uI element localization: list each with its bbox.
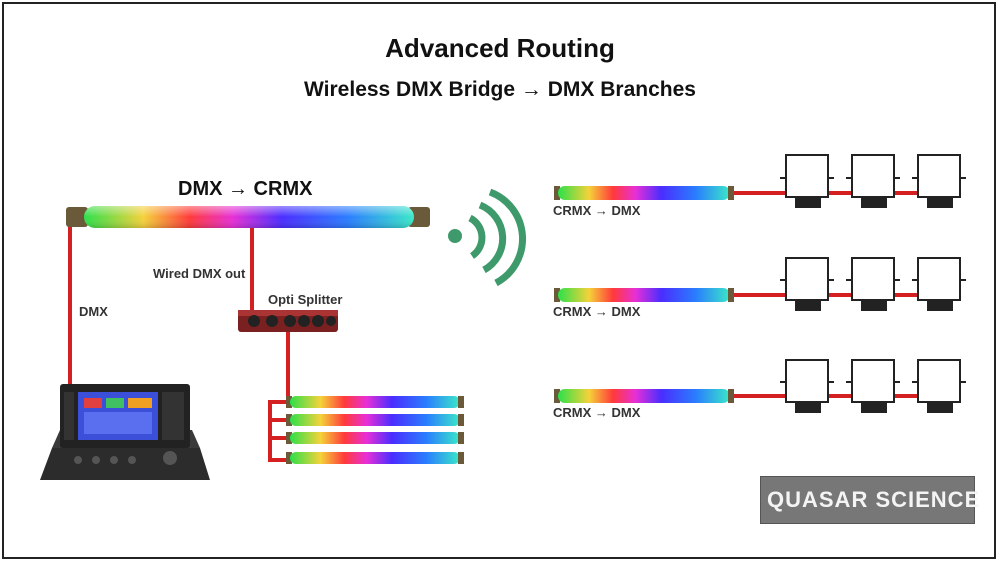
splitter-tube <box>286 432 464 444</box>
panel-light-icon <box>846 359 900 413</box>
splitter-tube <box>286 452 464 464</box>
branch-tube-lights <box>554 186 734 403</box>
branch3-label: CRMX → DMX <box>553 405 641 420</box>
logo-text: QUASAR SCIENCE <box>767 487 981 512</box>
dmx-cable-label: DMX <box>79 304 108 319</box>
wired-dmx-out-label: Wired DMX out <box>153 266 246 281</box>
branch3-tube <box>554 389 734 403</box>
splitter-tube <box>286 414 464 426</box>
panel-light-icon <box>846 154 900 208</box>
slide-subtitle: Wireless DMX Bridge → DMX Branches <box>304 78 696 101</box>
panel-light-grid <box>780 154 966 413</box>
opti-splitter <box>238 310 338 332</box>
panel-light-icon <box>780 154 834 208</box>
wireless-signal-icon <box>448 188 526 287</box>
panel-light-icon <box>846 257 900 311</box>
main-tube-light <box>66 206 430 228</box>
splitter-branch-cables <box>268 400 288 462</box>
quasar-science-logo: QUASAR SCIENCE <box>760 476 979 524</box>
opti-splitter-label: Opti Splitter <box>268 292 343 307</box>
branch1-label: CRMX → DMX <box>553 203 641 218</box>
branch2-label: CRMX → DMX <box>553 304 641 319</box>
panel-light-icon <box>912 154 966 208</box>
splitter-tube-lights <box>286 396 464 464</box>
dmx-cables <box>68 191 960 462</box>
lighting-console-icon <box>40 384 210 480</box>
panel-light-icon <box>912 257 966 311</box>
slide-title: Advanced Routing <box>385 33 615 63</box>
panel-light-icon <box>780 359 834 413</box>
main-tube-label: DMX → CRMX <box>178 178 313 200</box>
panel-light-icon <box>780 257 834 311</box>
splitter-tube <box>286 396 464 408</box>
panel-light-icon <box>912 359 966 413</box>
branch2-tube <box>554 288 734 302</box>
branch1-tube <box>554 186 734 200</box>
